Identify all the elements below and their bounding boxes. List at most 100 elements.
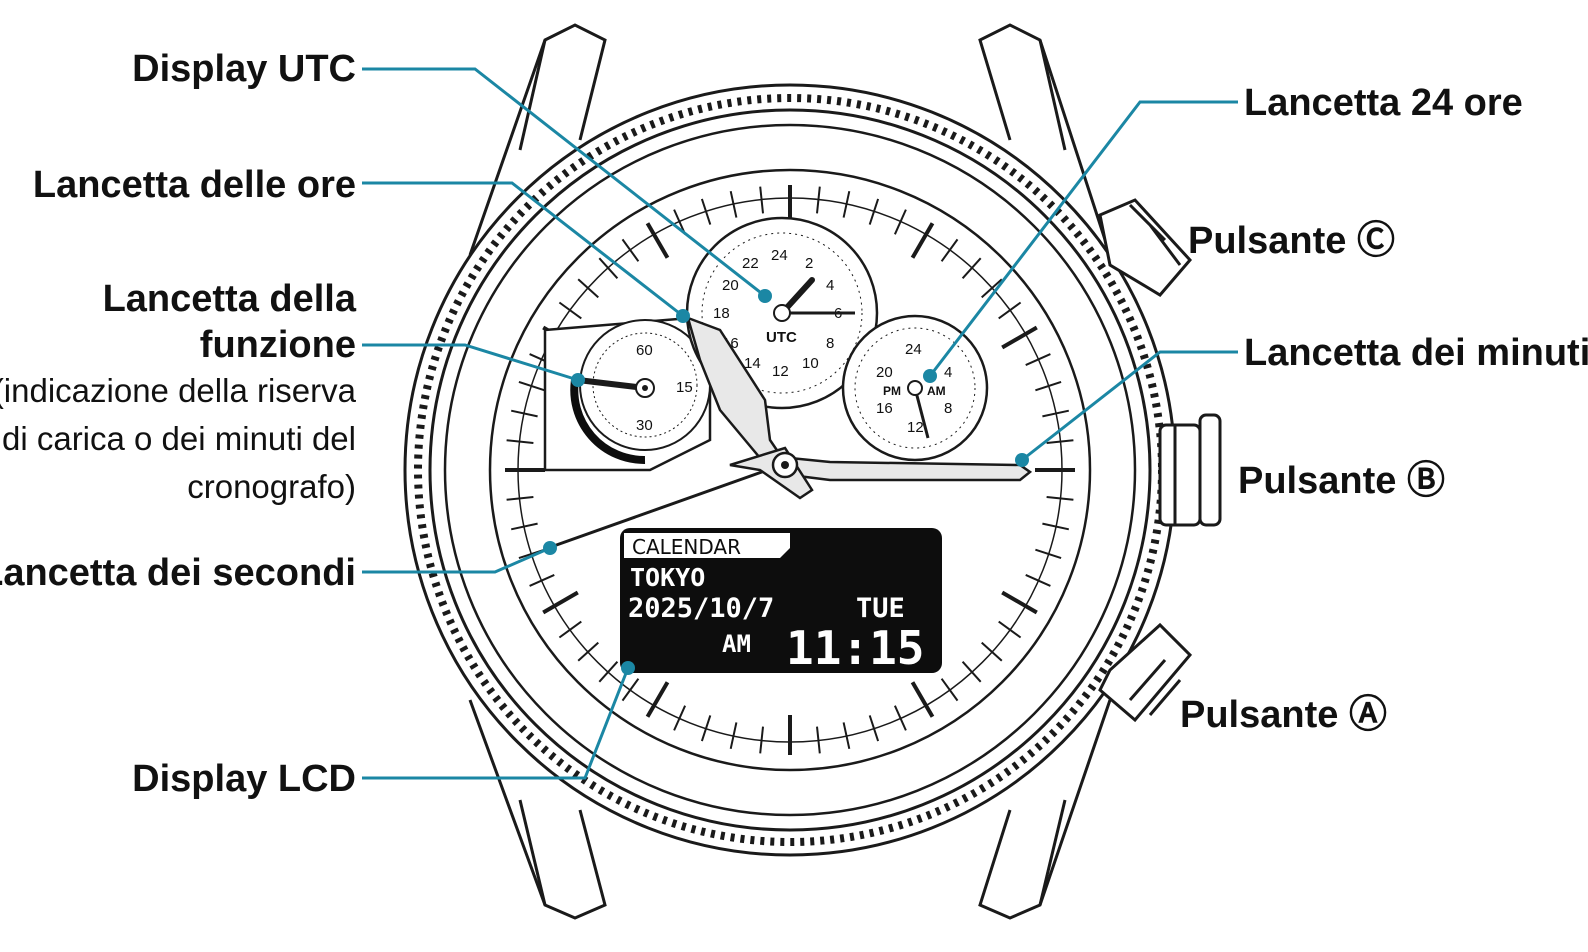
pusher-a[interactable]: [1098, 622, 1193, 723]
lcd-display: CALENDAR TOKYO 2025/10/7 TUE AM 11:15: [620, 528, 942, 675]
label-function-hand-line1: Lancetta della: [102, 278, 356, 320]
main-hands: [547, 315, 1033, 550]
lug-top-right: [978, 23, 1112, 256]
minute-tick: [759, 726, 764, 754]
label-h24-hand: Lancetta 24 ore: [1244, 82, 1523, 124]
lug-top-left: [468, 23, 607, 256]
function-dial-num-15: 15: [676, 379, 693, 396]
minute-tick: [1035, 380, 1062, 392]
utc-label: UTC: [766, 329, 797, 346]
minute-tick: [506, 439, 534, 444]
minute-tick: [998, 301, 1022, 320]
minute-tick: [558, 620, 582, 639]
minute-tick: [529, 573, 555, 587]
minute-tick: [842, 722, 851, 750]
minute-tick: [518, 380, 545, 392]
minute-tick: [940, 238, 959, 262]
lcd-date: 2025/10/7: [628, 593, 774, 624]
utc-num-14: 14: [744, 355, 761, 372]
minute-tick: [961, 257, 982, 279]
h24-hand: [913, 387, 930, 439]
minute-tick: [910, 681, 935, 718]
lcd-city: TOKYO: [630, 563, 705, 592]
label-button-b: Pulsante Ⓑ: [1238, 460, 1445, 502]
minute-tick: [893, 705, 907, 731]
lcd-mode: CALENDAR: [632, 535, 741, 559]
h24-subdial: 24 4 8 12 16 20 PM AM: [841, 314, 989, 462]
minute-tick: [1035, 548, 1062, 560]
function-dial-num-30: 30: [636, 417, 653, 434]
h24-am: AM: [927, 384, 946, 398]
leader-display-utc: [362, 67, 766, 298]
lug-bottom-left: [468, 699, 607, 920]
utc-num-20: 20: [722, 277, 739, 294]
label-function-hand-note2: di carica o dei minuti del: [1, 420, 356, 457]
minute-tick: [981, 641, 1003, 662]
bezel-inner: [443, 123, 1137, 817]
power-reserve-arc: [570, 379, 646, 465]
label-function-hand-line2: funzione: [199, 324, 356, 366]
leader-lcd: [362, 667, 630, 780]
minute-tick: [510, 522, 538, 531]
minute-tick: [542, 590, 579, 615]
h24-num-16: 16: [876, 400, 893, 417]
h24-num-8: 8: [944, 400, 952, 417]
h24-num-12: 12: [907, 419, 924, 436]
pusher-c[interactable]: [1098, 198, 1193, 297]
minute-tick: [1025, 353, 1051, 367]
minute-ticks: [505, 185, 1075, 755]
minute-tick: [1042, 522, 1070, 531]
label-hour-hand: Lancetta delle ore: [32, 164, 356, 206]
minute-tick: [598, 661, 619, 683]
leader-lines: [362, 67, 1238, 780]
minute-tick: [700, 715, 712, 742]
minute-tick: [961, 661, 982, 683]
utc-num-22: 22: [742, 255, 759, 272]
function-dial-num-60: 60: [636, 342, 653, 359]
h24-pm: PM: [883, 384, 901, 398]
minute-tick: [577, 641, 599, 662]
minute-tick: [645, 681, 670, 718]
minute-tick: [645, 222, 670, 259]
minute-tick: [558, 301, 582, 320]
minute-tick: [868, 198, 880, 225]
utc-num-4: 4: [826, 277, 834, 294]
minute-tick: [842, 190, 851, 218]
label-function-hand-note3: cronografo): [187, 468, 356, 505]
minute-tick: [1046, 439, 1074, 444]
minute-tick: [1046, 496, 1074, 501]
label-button-a: Pulsante Ⓐ: [1180, 694, 1387, 736]
utc-num-24: 24: [771, 247, 788, 264]
minute-tick: [940, 678, 959, 702]
utc-num-10: 10: [802, 355, 819, 372]
leader-minute-hand: [1021, 350, 1238, 462]
minute-tick: [700, 198, 712, 225]
minute-tick: [893, 209, 907, 235]
leader-seconds-hand: [362, 546, 551, 574]
lug-bottom-right: [978, 699, 1112, 920]
lcd-ampm: AM: [722, 630, 751, 658]
seconds-hand: [547, 460, 791, 550]
minute-tick: [981, 278, 1003, 299]
minute-tick: [759, 186, 764, 214]
h24-num-4: 4: [944, 364, 952, 381]
h24-num-20: 20: [876, 364, 893, 381]
leader-h24-hand: [928, 100, 1238, 377]
function-hand: [575, 377, 648, 391]
utc-num-12: 12: [772, 363, 789, 380]
minute-tick: [729, 190, 738, 218]
leader-dots: [543, 289, 1029, 675]
minute-tick: [868, 715, 880, 742]
label-button-c: Pulsante Ⓒ: [1188, 220, 1395, 262]
minute-tick: [621, 678, 640, 702]
minute-tick: [577, 278, 599, 299]
leader-function-hand: [362, 343, 579, 382]
minute-tick: [1025, 573, 1051, 587]
label-display-utc: Display UTC: [132, 48, 356, 90]
pusher-b[interactable]: [1158, 413, 1222, 527]
minute-tick: [621, 238, 640, 262]
label-seconds-hand: Lancetta dei secondi: [0, 552, 356, 594]
minute-tick: [816, 726, 821, 754]
minute-tick: [1001, 590, 1038, 615]
